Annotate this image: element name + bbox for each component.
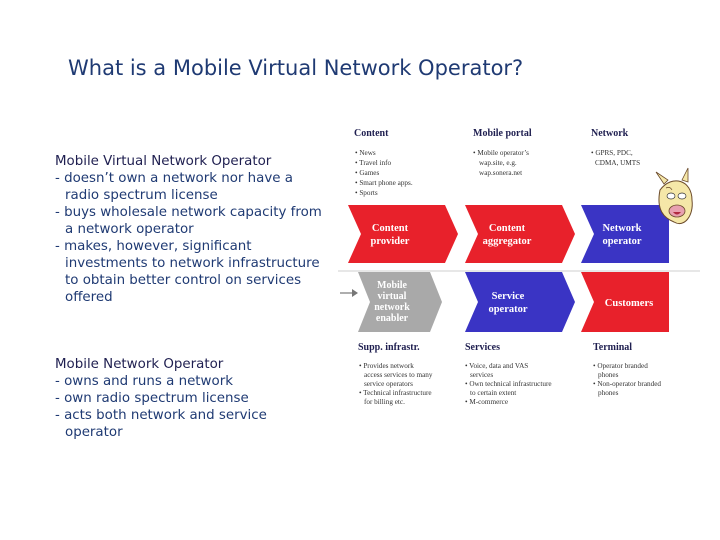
portal-bullet: wap.sonera.net (479, 169, 522, 177)
column-header-portal: Mobile portal (473, 128, 532, 139)
mno-item: - acts both network and service operator (55, 408, 267, 440)
portal-bullet: wap.site, e.g. (479, 159, 517, 167)
services-bullet: • Own technical infrastructure (465, 380, 552, 388)
portal-bullet: • Mobile operator’s (473, 149, 529, 157)
mno-item: - owns and runs a network (55, 374, 233, 389)
content-bullet: • Games (355, 169, 379, 177)
infra-bullet: • Provides network (359, 362, 414, 370)
terminal-bullet: phones (598, 389, 619, 397)
mvno-definition: Mobile Virtual Network Operator - doesn’… (55, 153, 325, 306)
terminal-bullet: • Operator branded (593, 362, 648, 370)
mno-item: - own radio spectrum license (55, 391, 249, 406)
mvno-heading: Mobile Virtual Network Operator (55, 154, 272, 169)
network-bullet: CDMA, UMTS (595, 159, 640, 167)
mno-definition: Mobile Network Operator - owns and runs … (55, 356, 325, 441)
network-operator-box (581, 205, 669, 263)
chevron-label: Service (492, 291, 525, 302)
content-provider-chevron (348, 205, 458, 263)
mvno-item: - buys wholesale network capacity from a… (55, 205, 322, 237)
services-bullet: • M-commerce (465, 398, 508, 406)
content-bullet: • Sports (355, 189, 378, 197)
content-bullet: • News (355, 149, 376, 157)
infra-bullet: access services to many (364, 371, 433, 379)
service-operator-chevron (465, 272, 575, 332)
column-header-terminal: Terminal (593, 342, 632, 353)
chevron-label: virtual (378, 291, 407, 302)
mvne-chevron (358, 272, 442, 332)
cow-icon (655, 167, 693, 224)
column-header-infra: Supp. infrastr. (358, 342, 420, 353)
chevron-label: provider (371, 236, 410, 247)
chevron-label: Content (489, 223, 526, 234)
content-bullet: • Travel info (355, 159, 391, 167)
column-header-content: Content (354, 128, 389, 139)
mvno-item: - doesn’t own a network nor have a radio… (55, 171, 293, 203)
column-header-network: Network (591, 128, 629, 139)
input-arrowhead (352, 289, 358, 297)
chevron-label: Network (602, 223, 641, 234)
terminal-bullet: • Non-operator branded (593, 380, 661, 388)
content-aggregator-chevron (465, 205, 575, 263)
mvno-item: - makes, however, significant investment… (55, 239, 320, 305)
infra-bullet: • Technical infrastructure (359, 389, 432, 397)
chevron-label: network (374, 302, 410, 313)
chevron-label: Customers (605, 298, 653, 309)
services-bullet: services (470, 371, 493, 379)
network-bullet: • GPRS, PDC, (591, 149, 633, 157)
page-title: What is a Mobile Virtual Network Operato… (68, 56, 524, 80)
services-bullet: to certain extent (470, 389, 516, 397)
chevron-label: Content (372, 223, 409, 234)
customers-box (581, 272, 669, 332)
mno-heading: Mobile Network Operator (55, 357, 224, 372)
content-bullet: • Smart phone apps. (355, 179, 413, 187)
infra-bullet: service operators (364, 380, 413, 388)
chevron-label: Mobile (377, 280, 408, 291)
chevron-label: enabler (376, 313, 409, 324)
chevron-label: operator (488, 304, 527, 315)
column-header-services: Services (465, 342, 500, 353)
chevron-label: operator (602, 236, 641, 247)
infra-bullet: for billing etc. (364, 398, 405, 406)
value-chain-diagram: Content Mobile portal Network • News • T… (338, 128, 700, 406)
chevron-label: aggregator (483, 236, 532, 247)
terminal-bullet: phones (598, 371, 619, 379)
services-bullet: • Voice, data and VAS (465, 362, 528, 370)
